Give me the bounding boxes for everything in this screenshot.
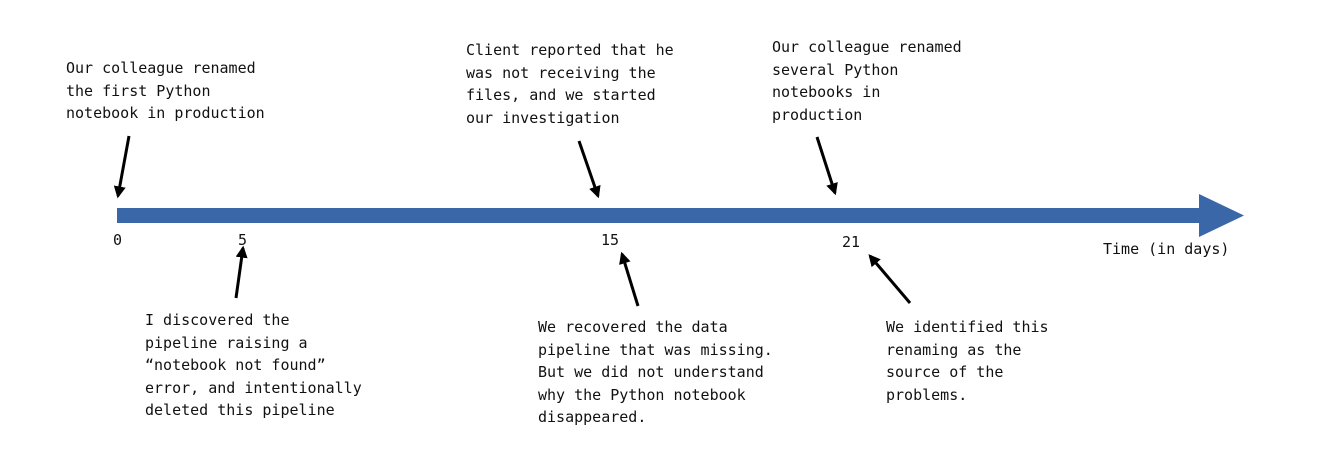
pointer-arrow-day-15-above <box>577 140 601 199</box>
timeline-axis-bar <box>117 208 1202 223</box>
axis-label: Time (in days) <box>1103 240 1230 258</box>
timeline-arrowhead <box>1199 194 1244 237</box>
event-note-day-21-below: We identified this renaming as the sourc… <box>886 318 1049 404</box>
pointer-arrow-day-5 <box>234 245 248 299</box>
pointer-arrow-day-21-below <box>868 254 912 304</box>
tick-label-day-15: 15 <box>601 231 620 249</box>
pointer-arrow-day-0 <box>113 135 131 199</box>
pointer-arrow-day-15-below <box>619 251 640 307</box>
tick-label-day-0: 0 <box>113 231 123 249</box>
event-note-day-15-above: Client reported that he was not receivin… <box>466 41 674 127</box>
tick-label-day-21: 21 <box>842 233 861 251</box>
event-note-day-0: Our colleague renamed the first Python n… <box>66 59 265 122</box>
event-note-day-21-above: Our colleague renamed several Python not… <box>772 38 962 124</box>
event-note-day-15-below: We recovered the data pipeline that was … <box>538 318 773 426</box>
pointer-arrow-day-21-above <box>815 136 838 196</box>
event-note-day-5: I discovered the pipeline raising a “not… <box>145 311 362 419</box>
tick-label-day-5: 5 <box>238 231 248 249</box>
